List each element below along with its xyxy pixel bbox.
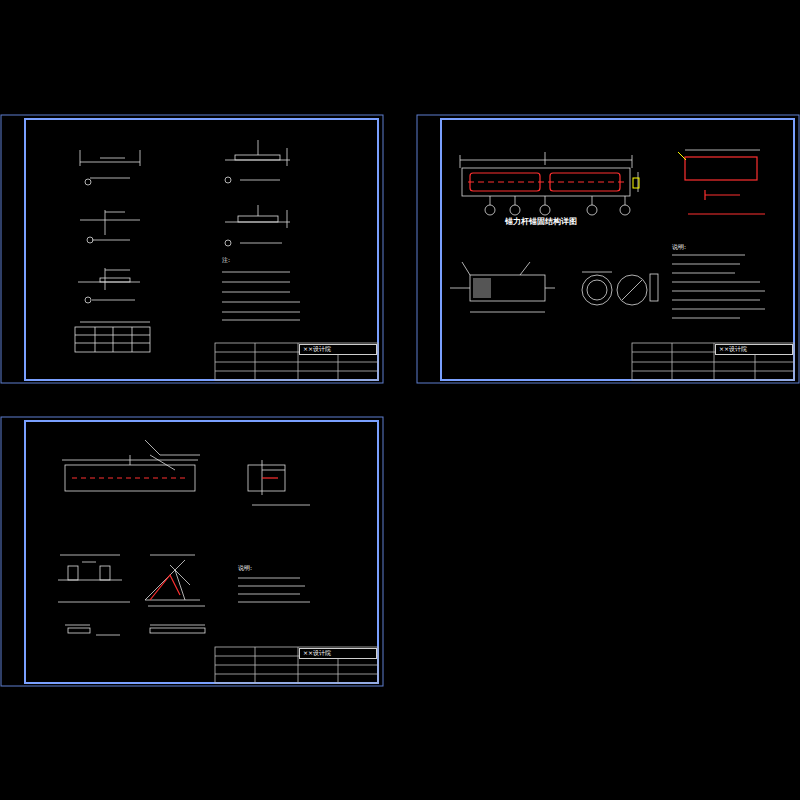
note-heading: 说明: <box>238 565 252 572</box>
company-name: ××设计院 <box>719 346 789 353</box>
title-block-cell: ××设计院 <box>715 344 793 355</box>
company-name: ××设计院 <box>303 346 373 353</box>
title-block-cell: ××设计院 <box>299 648 377 659</box>
title-block-cell: ××设计院 <box>299 344 377 355</box>
note-heading: 注: <box>222 257 230 264</box>
company-name: ××设计院 <box>303 650 373 657</box>
drawing-title: 锚力杆锚固结构详图 <box>505 218 577 227</box>
note-heading: 说明: <box>672 244 686 251</box>
